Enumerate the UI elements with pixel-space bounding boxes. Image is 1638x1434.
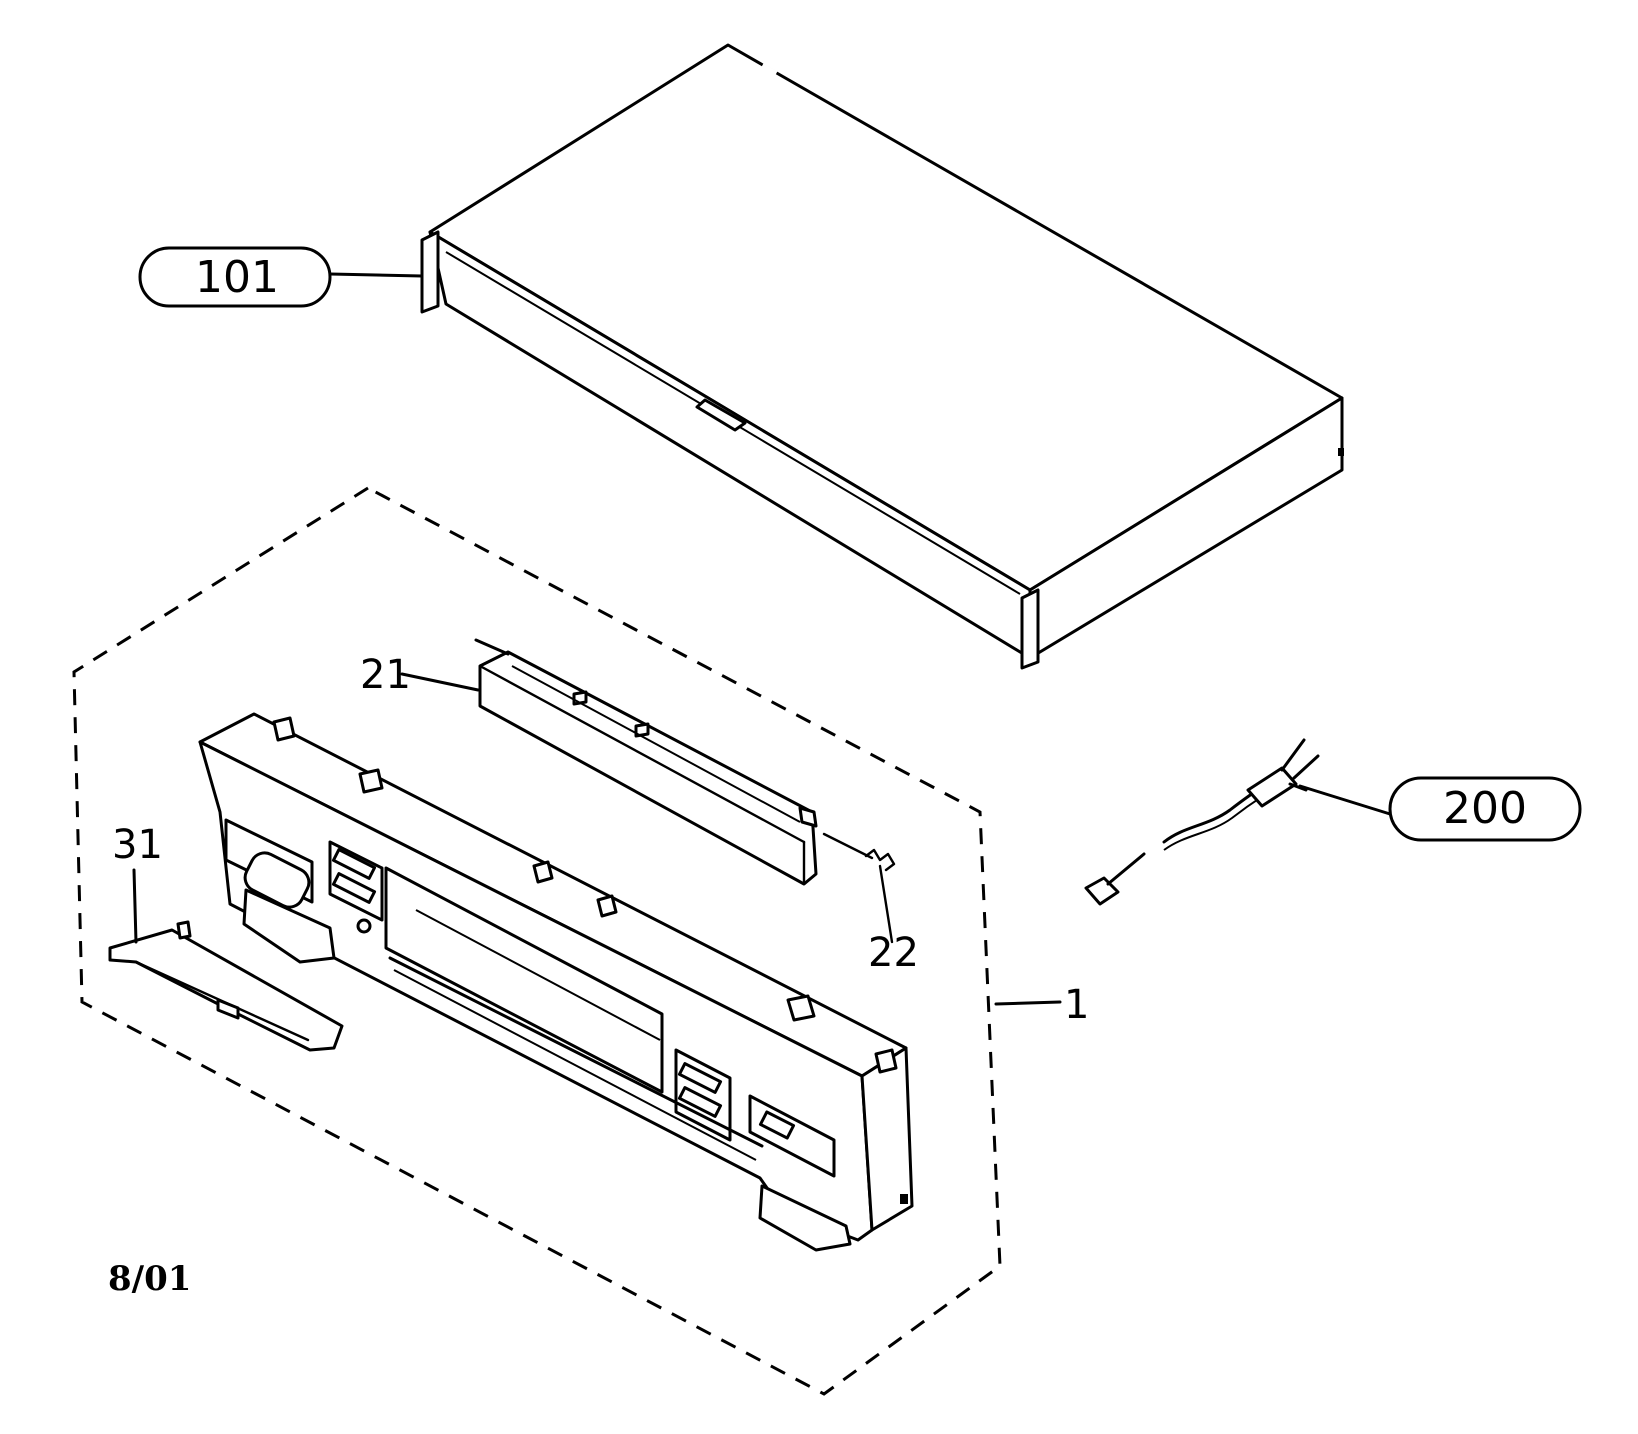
callout-label-200: 200 <box>1443 783 1527 834</box>
callout-21: 21 <box>360 652 480 698</box>
callout-label-31: 31 <box>112 822 163 868</box>
bracket-part <box>108 920 344 1052</box>
power-cord <box>1084 738 1320 906</box>
callout-22: 22 <box>868 930 919 976</box>
top-cover <box>420 43 1344 670</box>
callout-101: 101 <box>138 246 424 308</box>
door-part <box>474 638 818 886</box>
callout-200: 200 <box>1298 776 1582 842</box>
callout-1: 1 <box>994 982 1089 1028</box>
callout-label-1: 1 <box>1064 982 1089 1028</box>
diagram-date: 8/01 <box>108 1259 191 1299</box>
assembly-boundary <box>72 486 1002 1396</box>
callout-label-21: 21 <box>360 652 411 698</box>
callout-bubble-101 <box>138 246 332 308</box>
callout-bubble-200 <box>1388 776 1582 842</box>
callout-31: 31 <box>112 822 163 944</box>
callout-label-22: 22 <box>868 930 919 976</box>
front-panel <box>198 712 914 1252</box>
callout-label-101: 101 <box>195 252 279 303</box>
spring-part <box>822 832 896 944</box>
